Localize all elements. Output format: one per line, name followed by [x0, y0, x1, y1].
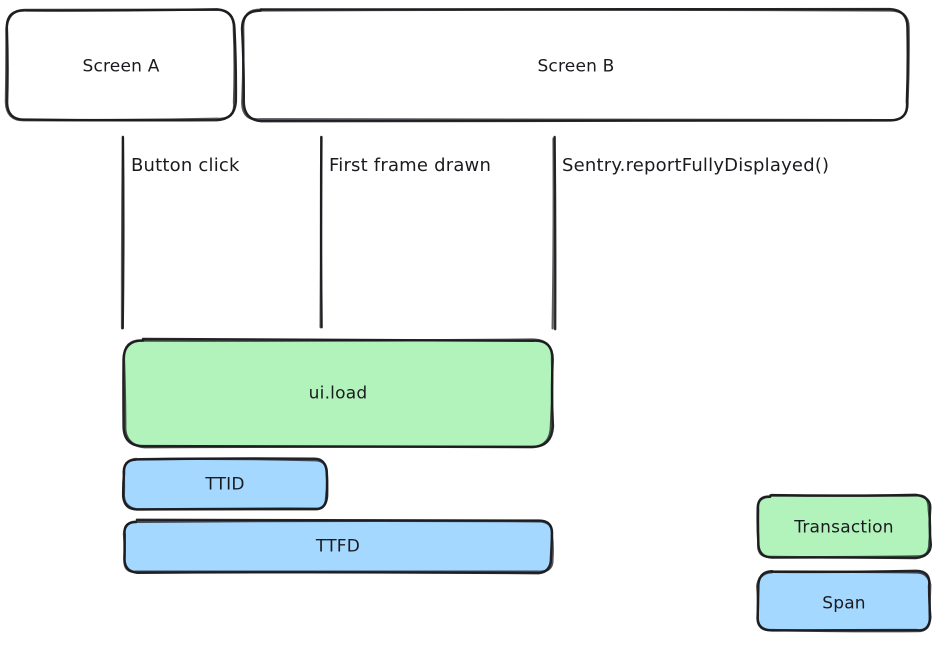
screen-box-a-fill [7, 10, 235, 120]
bar-label-ui-load: ui.load [308, 383, 368, 404]
marker-label-button-click: Button click [131, 155, 240, 176]
screen-box-a-outline [4, 8, 236, 122]
bar-ui-load-fill [124, 340, 552, 446]
marker-label-first-frame-drawn: First frame drawn [329, 155, 492, 176]
bar-ttfd-outline [122, 519, 554, 573]
marker-line-button-click [120, 135, 124, 330]
bar-ttid-outline [122, 457, 329, 511]
legend-transaction-box-outline [756, 494, 932, 559]
bar-ui-load-outline [122, 338, 554, 449]
bar-ttid-fill [124, 459, 327, 509]
marker-label-report-fully-displayed: Sentry.reportFullyDisplayed() [562, 155, 830, 176]
legend-label-transaction: Transaction [794, 517, 894, 538]
screen-b-label: Screen B [537, 56, 615, 77]
screen-box-b-fill [243, 10, 908, 120]
legend-label-span: Span [822, 593, 866, 614]
screen-box-b-outline [241, 8, 910, 122]
marker-line-first-frame-drawn [319, 136, 323, 329]
legend-span-box-fill [758, 572, 930, 631]
marker-line-report-fully-displayed [553, 135, 557, 331]
marker-line-report-fully-displayed [551, 137, 555, 330]
bar-label-ttfd: TTFD [315, 536, 361, 557]
legend-span-box-outline [756, 570, 932, 633]
bar-label-ttid: TTID [205, 474, 245, 495]
bar-ttfd-fill [124, 521, 552, 572]
screen-a-label: Screen A [82, 56, 160, 77]
legend-transaction-box-fill [758, 496, 930, 557]
